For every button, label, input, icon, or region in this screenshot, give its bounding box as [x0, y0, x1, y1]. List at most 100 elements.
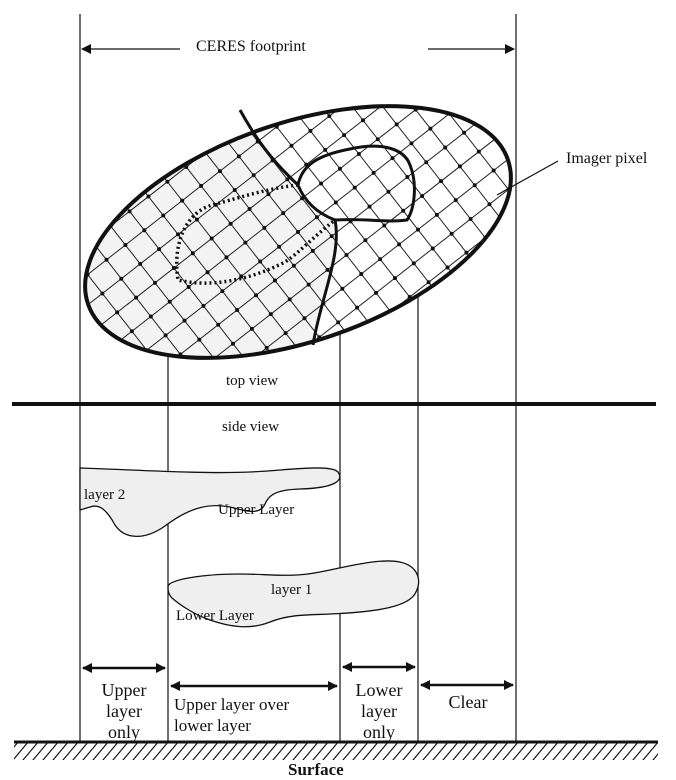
pixel-center-dot	[401, 209, 405, 213]
pixel-center-dot	[125, 89, 129, 93]
pixel-center-dot	[284, 331, 288, 335]
pixel-center-dot	[353, 186, 357, 190]
pixel-center-dot	[106, 104, 110, 108]
pixel-center-dot	[155, 127, 159, 131]
pixel-center-dot	[340, 287, 344, 291]
pixel-center-dot	[443, 145, 447, 149]
pixel-center-dot	[266, 192, 270, 196]
pixel-center-dot	[174, 112, 178, 116]
pixel-center-dot	[420, 194, 424, 198]
pixel-center-dot	[466, 97, 470, 101]
pixel-center-dot	[536, 225, 540, 229]
pixel-center-dot	[492, 169, 496, 173]
footprint-label: CERES footprint	[196, 38, 306, 56]
pixel-center-dot	[220, 289, 224, 293]
pixel-center-dot	[391, 156, 395, 160]
pixel-center-dot	[473, 183, 477, 187]
region-label-lower-only: Lower layer only	[340, 680, 418, 743]
pixel-center-dot	[376, 137, 380, 141]
pixel-center-dot	[385, 343, 389, 347]
pixel-center-dot	[258, 260, 262, 264]
pixel-center-dot	[176, 232, 180, 236]
layer-2-label: layer 2	[84, 487, 125, 504]
pixel-center-dot	[450, 232, 454, 236]
pixel-center-dot	[458, 164, 462, 168]
pixel-center-dot	[439, 179, 443, 183]
pixel-center-dot	[326, 268, 330, 272]
pixel-center-dot	[382, 223, 386, 227]
pixel-center-dot	[111, 344, 115, 348]
pixel-center-dot	[433, 93, 437, 97]
pixel-center-dot	[119, 277, 123, 281]
pixel-center-dot	[237, 154, 241, 158]
pixel-center-dot	[146, 195, 150, 199]
pixel-center-dot	[121, 123, 125, 127]
pixel-center-dot	[193, 98, 197, 102]
pixel-center-dot	[279, 91, 283, 95]
pixel-center-dot	[138, 262, 142, 266]
pixel-center-dot	[479, 270, 483, 274]
pixel-center-dot	[319, 182, 323, 186]
surface-label: Surface	[288, 760, 344, 780]
pixel-center-dot	[357, 152, 361, 156]
pixel-center-dot	[355, 306, 359, 310]
pixel-center-dot	[58, 355, 62, 359]
pixel-center-dot	[235, 308, 239, 312]
pixel-center-dot	[277, 245, 281, 249]
pixel-center-dot	[199, 184, 203, 188]
pixel-center-dot	[281, 211, 285, 215]
pixel-center-dot	[180, 199, 184, 203]
pixel-center-dot	[100, 291, 104, 295]
pixel-center-dot	[68, 134, 72, 138]
pixel-center-dot	[279, 365, 283, 369]
pixel-center-dot	[511, 154, 515, 158]
region-lower-only-line2: layer	[340, 701, 418, 722]
side-view-label: side view	[222, 419, 279, 436]
pixel-center-dot	[77, 340, 81, 344]
pixel-center-dot	[248, 207, 252, 211]
pixel-center-dot	[303, 316, 307, 320]
pixel-center-dot	[289, 144, 293, 148]
pixel-center-dot	[151, 161, 155, 165]
pixel-center-dot	[197, 338, 201, 342]
region-upper-only-line3: only	[82, 722, 166, 743]
pixel-center-dot	[342, 133, 346, 137]
pixel-center-dot	[435, 213, 439, 217]
pixel-center-dot	[130, 329, 134, 333]
pixel-center-dot	[123, 243, 127, 247]
pixel-center-dot	[427, 280, 431, 284]
pixel-center-dot	[60, 201, 64, 205]
pixel-center-dot	[477, 150, 481, 154]
pixel-center-dot	[149, 315, 153, 319]
pixel-center-dot	[63, 321, 67, 325]
pixel-center-dot	[397, 242, 401, 246]
pixel-center-dot	[431, 247, 435, 251]
pixel-center-dot	[92, 359, 96, 363]
pixel-center-dot	[334, 200, 338, 204]
pixel-center-dot	[494, 289, 498, 293]
pixel-center-dot	[505, 341, 509, 345]
pixel-center-dot	[241, 121, 245, 125]
pixel-center-dot	[296, 230, 300, 234]
pixel-center-dot	[332, 354, 336, 358]
pixel-center-dot	[307, 283, 311, 287]
pixel-center-dot	[195, 218, 199, 222]
pixel-center-dot	[327, 114, 331, 118]
pixel-center-dot	[529, 139, 533, 143]
pixel-center-dot	[250, 327, 254, 331]
pixel-center-dot	[336, 320, 340, 324]
pixel-center-dot	[515, 120, 519, 124]
pixel-center-dot	[393, 276, 397, 280]
pixel-center-dot	[262, 226, 266, 230]
pixel-center-dot	[222, 135, 226, 139]
pixel-center-dot	[469, 217, 473, 221]
pixel-center-dot	[366, 358, 370, 362]
pixel-center-dot	[452, 352, 456, 356]
pixel-center-dot	[528, 293, 532, 297]
pixel-center-dot	[464, 251, 468, 255]
pixel-center-dot	[288, 297, 292, 301]
layer-1-label: layer 1	[271, 582, 312, 599]
pixel-center-dot	[462, 131, 466, 135]
pixel-center-dot	[81, 306, 85, 310]
